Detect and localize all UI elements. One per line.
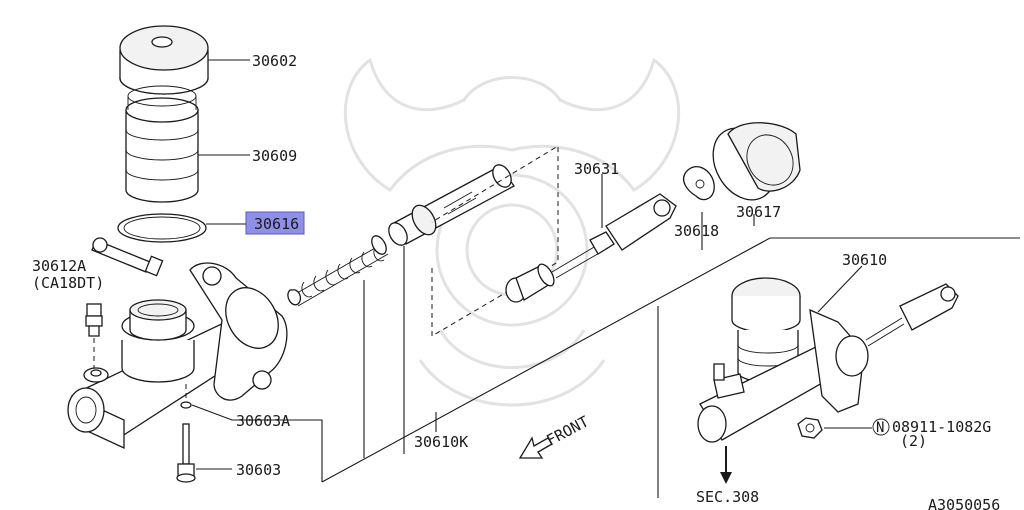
front-label: FRONT [543, 412, 591, 449]
callout-30603: 30603 [236, 461, 281, 479]
nut-marker: N [876, 420, 884, 436]
return-spring-part[interactable] [287, 233, 389, 307]
section-reference: SEC.308 [696, 488, 759, 506]
master-cylinder-body[interactable] [67, 262, 289, 450]
callout-30610: 30610 [842, 251, 887, 269]
callout-30616-highlight [245, 211, 305, 235]
callout-nut-qty: (2) [900, 432, 927, 450]
callout-30631: 30631 [574, 160, 619, 178]
callout-30610K: 30610K [414, 433, 468, 451]
bolt-part[interactable] [176, 423, 196, 483]
reservoir-part[interactable] [125, 85, 199, 203]
callout-30602: 30602 [252, 52, 297, 70]
dust-boot-part[interactable] [701, 117, 802, 211]
callout-30612A: 30612A [32, 257, 86, 275]
callout-30609: 30609 [252, 147, 297, 165]
callout-30618: 30618 [674, 222, 719, 240]
bleeder-screw-part[interactable] [85, 303, 103, 337]
callout-30617: 30617 [736, 203, 781, 221]
clip-part[interactable] [682, 166, 715, 201]
piston-assembly-part[interactable] [385, 162, 515, 249]
section-arrow-icon [720, 446, 732, 484]
callout-30616: 30616 [254, 215, 299, 233]
nut-marker-circle [872, 418, 890, 436]
reservoir-cap-part[interactable] [119, 25, 209, 95]
clamp-screw-part[interactable] [91, 237, 164, 277]
clamp-band-part[interactable] [117, 213, 207, 243]
callout-30603A: 30603A [236, 412, 290, 430]
seal-washer-part[interactable] [180, 401, 192, 409]
callout-08911-1082G: 08911-1082G [892, 418, 991, 436]
nut-part[interactable] [797, 417, 823, 439]
callout-30612A-note: (CA18DT) [32, 274, 104, 292]
diagram-code: A3050056 [928, 496, 1000, 510]
push-rod-part[interactable] [505, 193, 677, 303]
front-arrow-icon [518, 436, 553, 459]
master-cylinder-assembly-part[interactable] [697, 277, 959, 443]
